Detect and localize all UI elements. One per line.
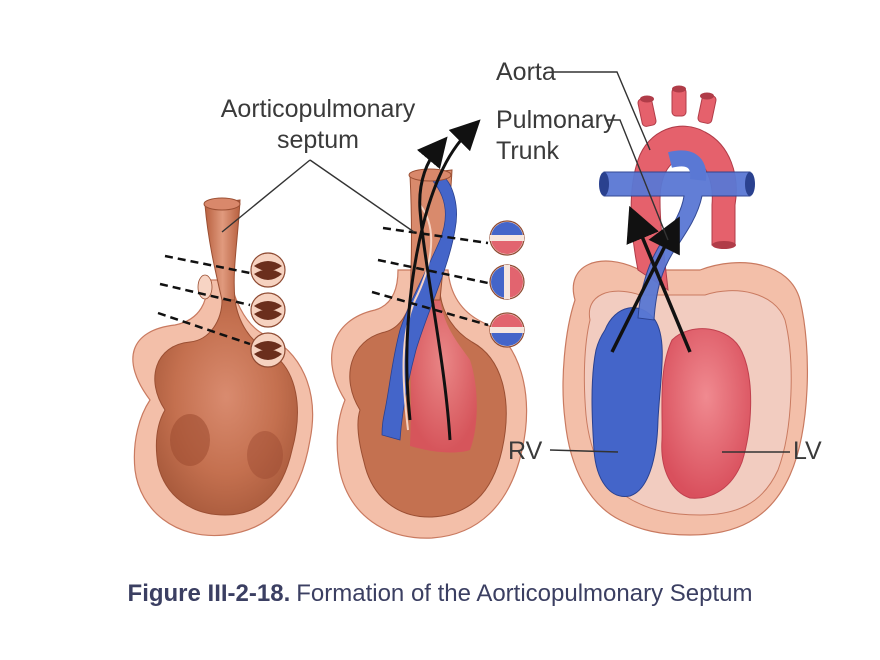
early-cross-sections [250,252,286,368]
cross-section-early-middle [250,292,286,328]
leader-lines [221,71,790,453]
lv-label: LV [793,437,822,465]
septum-label-line1: Aorticopulmonary [221,95,416,123]
cross-section-forming-top [489,220,525,256]
pulmonary-trunk-label-line2: Trunk [496,137,559,165]
forming-section-lines [371,226,489,327]
cross-section-early-top [250,252,286,288]
figure-number: Figure III-2-18. [127,580,291,607]
flow-arrows-right [610,205,692,353]
aorta-label: Aorta [496,58,556,86]
mature-heart [562,85,808,536]
figure-title: Formation of the Aorticopulmonary Septum [296,580,753,607]
flow-arrows-middle [405,119,481,441]
septum-label-line2: septum [277,126,359,154]
forming-cross-sections [489,220,525,348]
rv-label: RV [508,437,543,465]
cross-section-forming-middle [489,264,525,300]
early-heart [132,197,314,537]
early-section-lines [157,254,251,346]
cross-section-early-bottom [250,332,286,368]
forming-heart [331,168,528,539]
pulmonary-trunk-label-line1: Pulmonary [496,106,616,134]
cross-section-forming-bottom [489,312,525,348]
figure-caption: Figure III-2-18.Formation of the Aortico… [0,580,880,608]
